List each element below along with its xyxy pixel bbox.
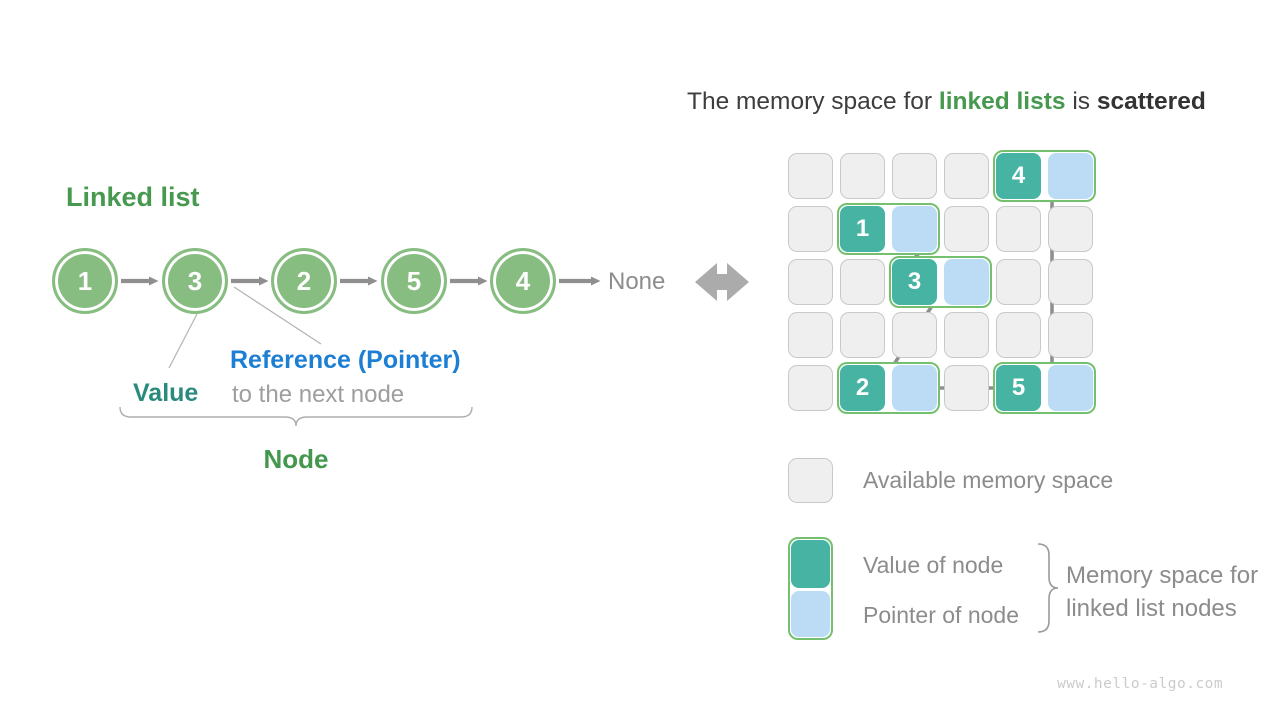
legend-pointer-label: Pointer of node [863, 602, 1020, 628]
list-node-3: 3 [162, 248, 228, 314]
list-terminator-label: None [608, 268, 666, 295]
reference-label: Reference (Pointer) [230, 346, 461, 374]
linked-list-heading: Linked list [66, 182, 200, 212]
memory-cell-available [840, 153, 885, 199]
legend-value-label: Value of node [863, 552, 1004, 578]
memory-cell-available [788, 153, 833, 199]
legend-brace-label: Memory space for linked list nodes [1066, 559, 1258, 625]
list-node-4: 4 [490, 248, 556, 314]
memory-cell-available [944, 312, 989, 358]
list-node-value: 5 [406, 265, 422, 296]
memory-node-4: 4 [993, 150, 1096, 202]
memory-cell-available [996, 259, 1041, 305]
node-label: Node [263, 444, 329, 474]
memory-node-2: 2 [837, 362, 940, 414]
memory-node-value-cell: 2 [840, 365, 885, 411]
node-brace [119, 406, 473, 427]
legend-brace [1037, 543, 1059, 633]
memory-node-1: 1 [837, 203, 940, 255]
memory-cell-available [1048, 206, 1093, 252]
list-node-1: 1 [52, 248, 118, 314]
memory-title-highlight: linked lists [938, 88, 1066, 115]
memory-cell-available [1048, 312, 1093, 358]
memory-node-pointer-cell [1048, 153, 1093, 199]
list-node-2: 2 [271, 248, 337, 314]
value-label: Value [133, 379, 199, 407]
legend-node-swatch [788, 537, 833, 640]
memory-node-5: 5 [993, 362, 1096, 414]
memory-node-pointer-cell [944, 259, 989, 305]
memory-title-prefix: The memory space for [687, 88, 939, 115]
memory-node-value-cell: 1 [840, 206, 885, 252]
memory-cell-available [840, 259, 885, 305]
legend-available-label: Available memory space [863, 467, 1114, 493]
list-node-value: 2 [296, 265, 312, 296]
memory-node-3: 3 [889, 256, 992, 308]
list-node-value: 3 [187, 265, 203, 296]
memory-cell-available [996, 312, 1041, 358]
memory-node-value-cell: 3 [892, 259, 937, 305]
legend-available-swatch [788, 458, 833, 503]
reference-sub-label: to the next node [232, 381, 405, 408]
memory-cell-available [996, 206, 1041, 252]
legend-brace-label-line1: Memory space for [1066, 562, 1259, 589]
memory-cell-available [944, 153, 989, 199]
memory-node-pointer-cell [892, 365, 937, 411]
list-node-value: 4 [515, 265, 531, 296]
memory-cell-available [788, 365, 833, 411]
memory-title: The memory space for linked lists is sca… [687, 88, 1206, 116]
double-arrow-icon [695, 263, 749, 301]
legend-pointer-cell [791, 591, 830, 637]
legend-value-cell [791, 540, 830, 588]
memory-cell-available [788, 259, 833, 305]
memory-title-emphasis: scattered [1096, 88, 1206, 115]
memory-cell-available [892, 312, 937, 358]
memory-node-pointer-cell [1048, 365, 1093, 411]
memory-cell-available [944, 365, 989, 411]
list-node-5: 5 [381, 248, 447, 314]
memory-cell-available [840, 312, 885, 358]
memory-cell-available [892, 153, 937, 199]
memory-node-value-cell: 5 [996, 365, 1041, 411]
memory-cell-available [788, 206, 833, 252]
memory-node-pointer-cell [892, 206, 937, 252]
memory-cell-available [788, 312, 833, 358]
legend-brace-label-line2: linked list nodes [1066, 595, 1237, 622]
list-node-value: 1 [77, 265, 93, 296]
memory-title-middle: is [1065, 88, 1097, 115]
memory-cell-available [1048, 259, 1093, 305]
memory-cell-available [944, 206, 989, 252]
memory-node-value-cell: 4 [996, 153, 1041, 199]
watermark: www.hello-algo.com [1057, 676, 1224, 692]
